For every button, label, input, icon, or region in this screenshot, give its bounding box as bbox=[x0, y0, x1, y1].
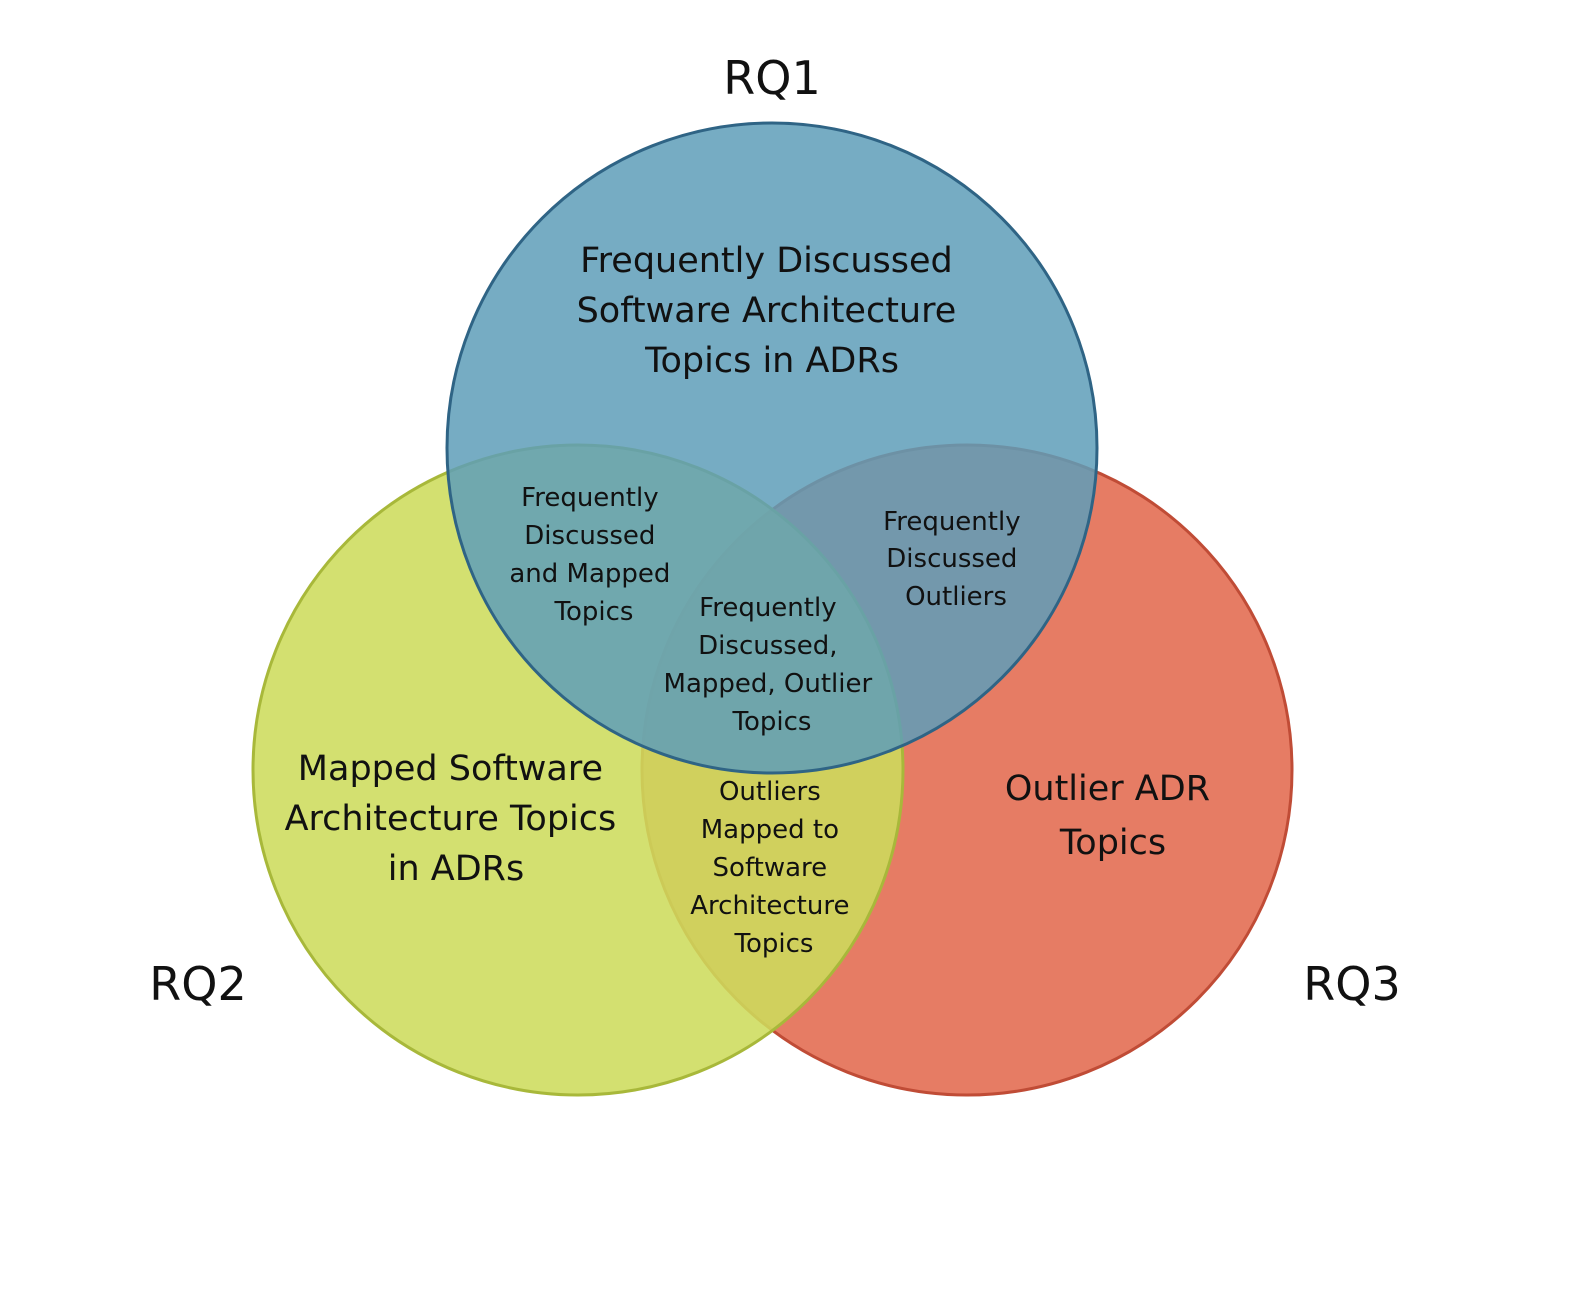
overlap-rq1-rq2: Frequently Discussed and Mapped Topics bbox=[509, 483, 678, 627]
rq2-description: Mapped Software Architecture Topics in A… bbox=[285, 749, 628, 889]
rq3-label: RQ3 bbox=[1303, 957, 1400, 1011]
rq1-description: Frequently Discussed Software Architectu… bbox=[577, 241, 968, 381]
overlap-rq2-rq3: Outliers Mapped to Software Architecture… bbox=[690, 777, 857, 959]
rq1-label: RQ1 bbox=[723, 51, 820, 105]
overlap-rq1-rq3: Frequently Discussed Outliers bbox=[883, 507, 1029, 612]
rq2-label: RQ2 bbox=[149, 957, 246, 1011]
overlap-all: Frequently Discussed, Mapped, Outlier To… bbox=[664, 593, 881, 737]
rq3-description: Outlier ADR Topics bbox=[1005, 769, 1221, 863]
circle-rq1 bbox=[445, 121, 1099, 775]
